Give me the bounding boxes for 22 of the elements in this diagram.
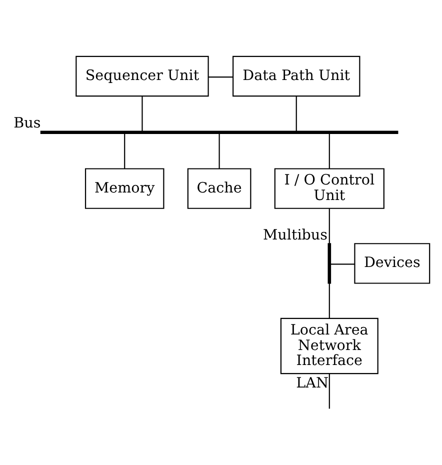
connector	[295, 96, 296, 131]
connector	[124, 133, 125, 168]
node-box: Data Path Unit	[232, 55, 360, 96]
connector	[141, 96, 142, 131]
node-bar	[40, 130, 398, 134]
connector	[330, 263, 354, 264]
node-box: Sequencer Unit	[75, 55, 208, 96]
node-box: Devices	[354, 242, 430, 284]
connector	[328, 208, 330, 243]
connector	[328, 282, 330, 318]
node-label: Multibus	[262, 227, 327, 244]
connector	[328, 133, 330, 168]
edge-label: LAN	[296, 374, 328, 391]
node-box: Cache	[186, 168, 251, 208]
connector	[328, 373, 330, 408]
connector	[218, 133, 220, 168]
connector	[208, 76, 232, 78]
node-box: I / O Control Unit	[274, 168, 384, 208]
node-box: Memory	[84, 168, 164, 208]
node-box: Local Area Network Interface	[280, 317, 378, 374]
node-label: Bus	[13, 114, 40, 131]
node-bar	[327, 242, 331, 284]
